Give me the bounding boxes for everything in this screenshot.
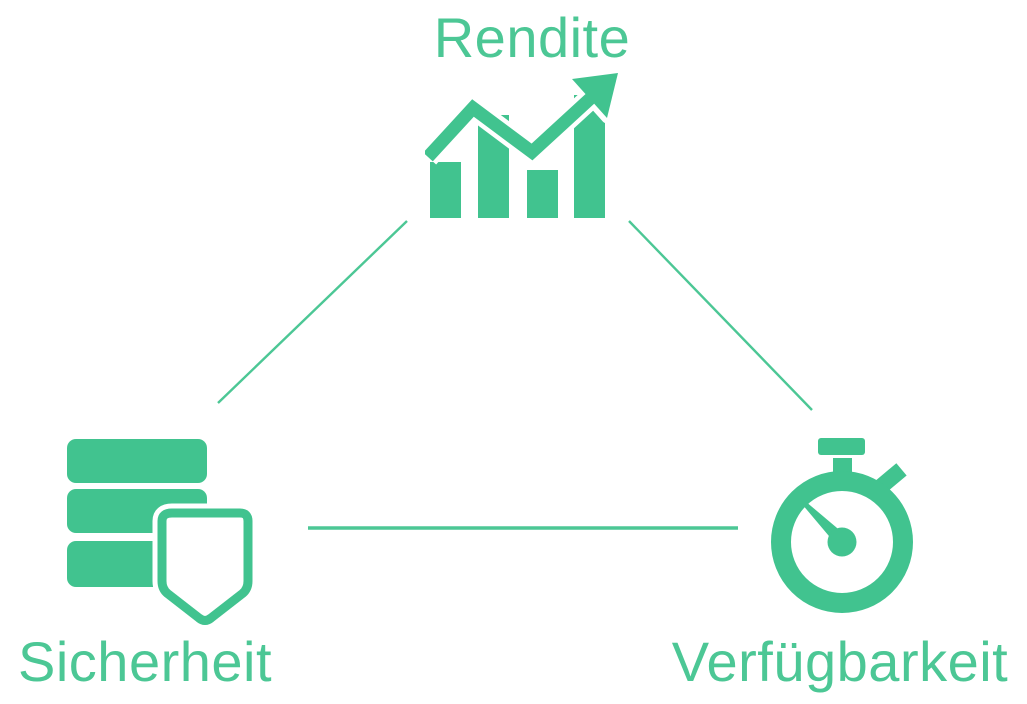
label-sicherheit: Sicherheit bbox=[18, 630, 273, 693]
stopwatch-icon bbox=[771, 438, 913, 613]
database-shield-icon bbox=[67, 439, 255, 630]
label-verfuegbarkeit: Verfügbarkeit bbox=[671, 630, 1009, 693]
label-rendite: Rendite bbox=[433, 6, 631, 69]
connector-top-to-left bbox=[217, 220, 408, 404]
connector-top-to-right bbox=[628, 220, 813, 411]
growth-chart-icon bbox=[425, 70, 623, 218]
